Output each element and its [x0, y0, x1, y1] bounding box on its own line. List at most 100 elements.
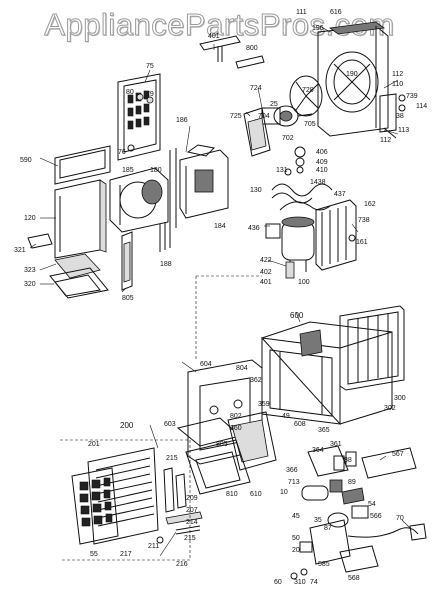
label-804: 804: [236, 365, 248, 372]
label-566: 566: [370, 513, 382, 520]
air-filter: [71, 467, 119, 545]
condenser-side-parts: [379, 93, 406, 139]
label-113: 113: [398, 127, 409, 134]
label-111: 111: [296, 9, 307, 16]
label-201: 201: [88, 441, 100, 448]
label-70: 70: [396, 515, 404, 522]
label-186: 186: [176, 117, 188, 124]
fan-blade: [289, 75, 323, 117]
label-87: 87: [324, 525, 332, 532]
label-110: 110: [392, 81, 403, 88]
label-188: 188: [160, 261, 172, 268]
control-box: [301, 445, 357, 501]
label-120: 120: [24, 215, 36, 222]
label-362: 362: [250, 377, 262, 384]
label-713: 713: [288, 479, 300, 486]
label-10: 10: [280, 489, 288, 496]
label-112-bottom: 112: [380, 137, 391, 144]
condenser-shroud: [317, 21, 389, 137]
label-616: 616: [330, 9, 342, 16]
label-436: 436: [248, 225, 260, 232]
filter-and-knobs: [27, 233, 109, 299]
label-704: 704: [258, 113, 270, 120]
capacitor-and-terminal: [290, 487, 369, 580]
label-406: 406: [316, 149, 328, 156]
label-739: 739: [406, 93, 418, 100]
label-88: 88: [344, 457, 352, 464]
label-705: 705: [304, 121, 316, 128]
label-402: 402: [260, 269, 272, 276]
label-80: 80: [126, 89, 134, 96]
label-162: 162: [364, 201, 376, 208]
label-610: 610: [250, 491, 262, 498]
label-302: 302: [384, 405, 396, 412]
label-50: 50: [292, 535, 300, 542]
label-885: 885: [216, 441, 228, 448]
label-209: 209: [186, 495, 198, 502]
label-366: 366: [286, 467, 298, 474]
motor-mount-bracket: [243, 107, 271, 157]
label-130: 130: [250, 187, 262, 194]
label-214: 214: [186, 519, 198, 526]
label-810: 810: [226, 491, 238, 498]
label-568: 568: [348, 575, 360, 582]
label-131: 131: [276, 167, 288, 174]
label-190: 190: [346, 71, 358, 78]
condenser-coil: [315, 199, 357, 271]
label-89: 89: [348, 479, 356, 486]
part-number-labels: 75 80 79 76 185 180 186 184 188 590 120 …: [14, 9, 427, 586]
compressor: [265, 216, 315, 279]
label-604: 604: [200, 361, 212, 368]
label-360: 360: [230, 425, 242, 432]
base-pan: [176, 359, 277, 471]
label-724: 724: [250, 85, 262, 92]
label-79: 79: [146, 91, 154, 98]
label-35: 35: [314, 517, 322, 524]
label-409: 409: [316, 159, 328, 166]
label-180: 180: [150, 167, 162, 174]
label-364: 364: [312, 447, 324, 454]
evaporator-cover: [54, 179, 107, 259]
label-725: 725: [230, 113, 242, 120]
label-161: 161: [356, 239, 368, 246]
label-323: 323: [24, 267, 36, 274]
label-54: 54: [368, 501, 376, 508]
label-437: 437: [334, 191, 346, 198]
label-112-top: 112: [392, 71, 403, 78]
watermark: AppliancePartsPros.com: [44, 7, 395, 43]
label-805: 805: [122, 295, 134, 302]
label-410: 410: [316, 167, 328, 174]
label-114: 114: [416, 103, 427, 110]
label-321: 321: [14, 247, 26, 254]
label-728: 728: [302, 87, 314, 94]
label-211: 211: [148, 543, 159, 550]
label-702: 702: [282, 135, 294, 142]
label-800: 800: [246, 45, 258, 52]
label-75: 75: [146, 63, 154, 70]
label-49: 49: [282, 413, 290, 420]
label-422: 422: [260, 257, 272, 264]
label-361: 361: [330, 441, 342, 448]
label-216: 216: [176, 561, 188, 568]
label-74: 74: [310, 579, 318, 586]
label-310: 310: [294, 579, 306, 586]
outer-cabinet: [260, 321, 393, 426]
power-cord: [339, 523, 427, 573]
louver-parts: [156, 467, 203, 544]
label-600: 600: [290, 311, 304, 320]
label-603: 603: [164, 421, 176, 428]
label-215-bottom: 215: [184, 535, 196, 542]
label-608: 608: [294, 421, 306, 428]
label-359: 359: [258, 401, 270, 408]
label-38: 38: [396, 113, 404, 120]
label-401-mid: 401: [260, 279, 272, 286]
label-401: 401: [208, 33, 220, 40]
label-185: 185: [122, 167, 134, 174]
label-320: 320: [24, 281, 36, 288]
drain-channel: [185, 439, 251, 495]
label-207: 207: [186, 507, 198, 514]
leader-lines: [29, 25, 411, 557]
label-76: 76: [118, 149, 126, 156]
label-585: 585: [318, 561, 330, 568]
